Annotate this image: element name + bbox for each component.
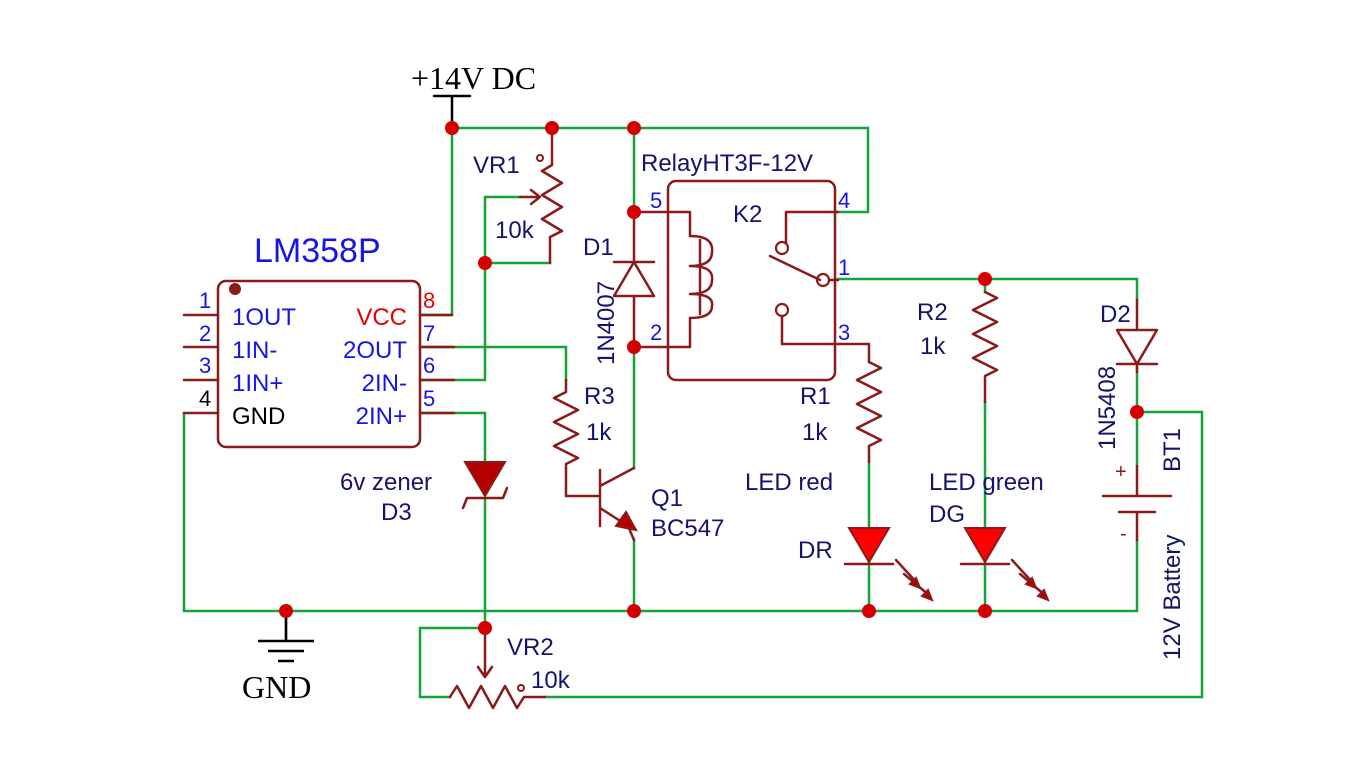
q1-ref: Q1 — [651, 485, 683, 512]
ic-pin4-num: 4 — [199, 386, 211, 411]
vr1-ref: VR1 — [473, 152, 520, 179]
led-green-ref: DG — [929, 501, 965, 528]
bt1-battery: + - BT1 12V Battery — [1101, 428, 1186, 660]
vr1-potentiometer: VR1 10k — [473, 126, 564, 265]
d1-part: 1N4007 — [593, 281, 620, 365]
relay-pin3: 3 — [838, 320, 850, 345]
junction-dot — [978, 272, 992, 286]
r2-value: 1k — [920, 333, 946, 360]
relay-pin2: 2 — [650, 320, 662, 345]
ic-pin6-label: 2IN- — [362, 370, 407, 397]
wire-vcc — [418, 126, 454, 317]
d3-part: 6v zener — [340, 469, 432, 496]
vr2-ref: VR2 — [507, 634, 554, 661]
wire-vr1-wiper — [483, 195, 552, 265]
q1-part: BC547 — [651, 515, 724, 542]
ic-pin3-label: 1IN+ — [232, 370, 283, 397]
ic-pin2-label: 1IN- — [232, 337, 277, 364]
d1-diode: D1 1N4007 — [583, 210, 656, 365]
led-red-label: LED red — [745, 469, 833, 496]
ic-name: LM358P — [254, 232, 381, 270]
ic-pin1-num: 1 — [199, 288, 211, 313]
wire-vr2-battery — [543, 410, 1204, 699]
q1-transistor: Q1 BC547 — [598, 466, 724, 542]
ic-pin6-num: 6 — [423, 353, 435, 378]
junction-dot — [862, 604, 876, 618]
r2-resistor: R2 1k — [917, 290, 999, 404]
r1-resistor: R1 1k — [800, 360, 883, 464]
ground-label: GND — [242, 669, 311, 705]
junction-dot — [478, 256, 492, 270]
led-red-ref: DR — [798, 537, 833, 564]
d1-ref: D1 — [583, 234, 614, 261]
junction-dot — [545, 121, 559, 135]
ic-pin2-num: 2 — [199, 321, 211, 346]
r3-resistor: R3 1k — [552, 378, 615, 498]
vr1-value: 10k — [495, 217, 535, 244]
relay-pin5: 5 — [650, 188, 662, 213]
supply-symbol: +14V DC — [411, 60, 536, 130]
d2-ref: D2 — [1100, 301, 1131, 328]
d3-zener: 6v zener D3 — [340, 461, 509, 526]
d2-part: 1N5408 — [1094, 366, 1121, 450]
vr2-value: 10k — [531, 667, 571, 694]
r3-ref: R3 — [584, 383, 615, 410]
junction-dot — [978, 604, 992, 618]
junction-dot — [478, 621, 492, 635]
wire-pin5 — [418, 411, 487, 464]
vr2-potentiometer: VR2 10k — [448, 628, 571, 710]
ic-pin4-label: GND — [232, 403, 285, 430]
relay-ref: K2 — [733, 201, 762, 228]
led-green: LED green DG — [929, 469, 1050, 602]
junction-dot — [279, 604, 293, 618]
wire-top-rail — [450, 126, 870, 214]
battery-minus: - — [1120, 523, 1127, 545]
led-green-label: LED green — [929, 469, 1044, 496]
ic-pin7-label: 2OUT — [343, 337, 407, 364]
wire-pin7 — [418, 345, 568, 382]
ic-pin8-num: 8 — [423, 288, 435, 313]
junction-dot — [627, 604, 641, 618]
junction-dot — [627, 121, 641, 135]
ic-pin5-label: 2IN+ — [356, 403, 407, 430]
battery-label: 12V Battery — [1159, 535, 1186, 660]
junction-dot — [627, 205, 641, 219]
lm358p-ic: LM358P 1 2 3 4 8 7 6 5 1OUT 1IN- 1IN+ GN… — [182, 232, 456, 449]
supply-label: +14V DC — [411, 60, 536, 96]
ic-pin3-num: 3 — [199, 353, 211, 378]
ic-pin5-num: 5 — [423, 386, 435, 411]
junctions — [279, 121, 1144, 635]
junction-dot — [627, 340, 641, 354]
ic-pin8-label: VCC — [356, 304, 407, 331]
led-red: LED red DR — [745, 469, 934, 602]
relay-pin1: 1 — [838, 255, 850, 280]
relay-name: RelayHT3F-12V — [641, 150, 813, 177]
junction-dot — [445, 121, 459, 135]
ground-symbol: GND — [242, 611, 314, 705]
wire-ground-bus — [182, 411, 1139, 613]
r2-ref: R2 — [917, 299, 948, 326]
wires — [182, 126, 1204, 699]
pin1-marker — [229, 283, 241, 295]
r1-ref: R1 — [800, 383, 831, 410]
wire-vr2-left — [418, 626, 487, 699]
r3-value: 1k — [586, 419, 612, 446]
relay-pin4: 4 — [838, 188, 850, 213]
d3-ref: D3 — [381, 499, 412, 526]
battery-plus: + — [1115, 461, 1127, 483]
d2-diode: D2 1N5408 — [1094, 298, 1159, 450]
relay: RelayHT3F-12V K2 5 4 1 2 3 — [632, 150, 871, 382]
ic-pin7-num: 7 — [423, 321, 435, 346]
ic-pin1-label: 1OUT — [232, 304, 296, 331]
wire-relay-d2 — [836, 277, 1139, 302]
junction-dot — [1130, 405, 1144, 419]
battery-ref: BT1 — [1159, 428, 1186, 472]
r1-value: 1k — [802, 419, 828, 446]
